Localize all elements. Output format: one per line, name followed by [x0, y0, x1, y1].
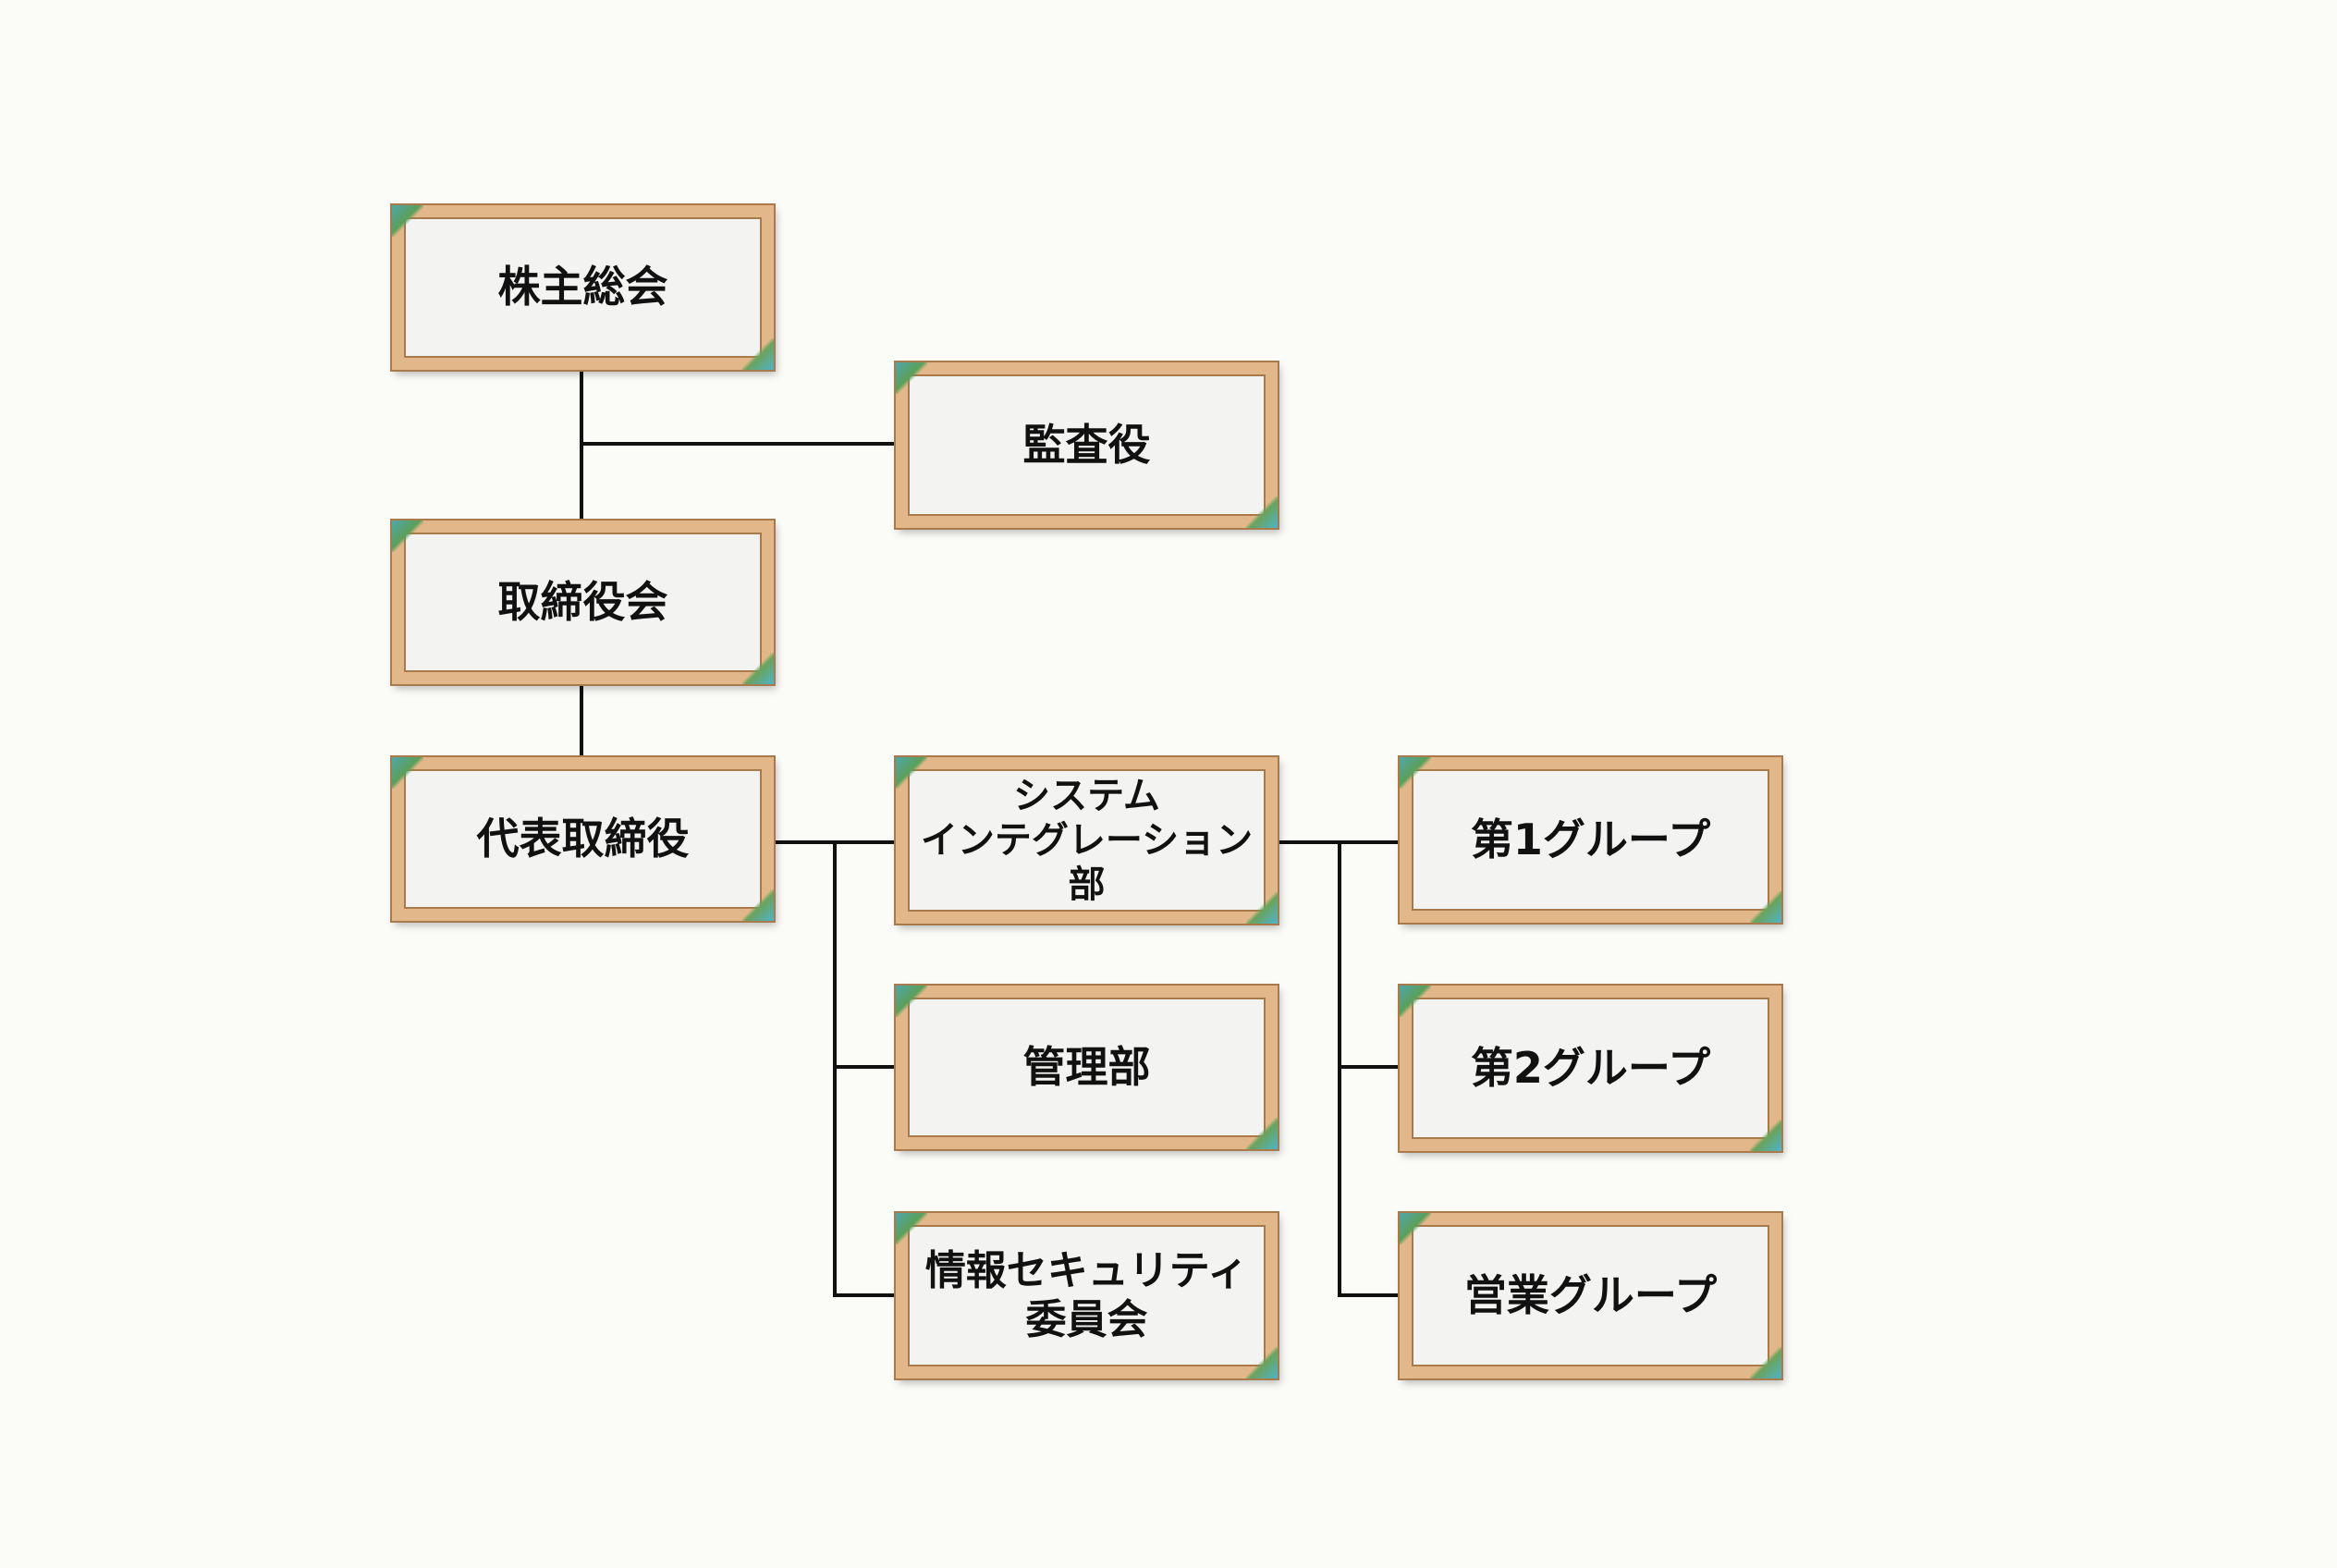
- node-label: 管理部: [1022, 1041, 1151, 1092]
- node-group1: 第1グループ: [1400, 757, 1781, 923]
- connector-auditor: [580, 442, 896, 446]
- node-label: システム インテグレーション部: [920, 775, 1254, 906]
- node-label: 情報セキュリティ 委員会: [924, 1246, 1249, 1343]
- node-si-dept: システム インテグレーション部: [896, 757, 1278, 924]
- node-label: 第2グループ: [1470, 1042, 1711, 1093]
- node-group2: 第2グループ: [1400, 986, 1781, 1151]
- node-admin-dept: 管理部: [896, 986, 1278, 1149]
- node-sales-group: 営業グループ: [1400, 1213, 1781, 1378]
- node-label: 営業グループ: [1463, 1269, 1718, 1320]
- node-board: 取締役会: [392, 521, 774, 684]
- connector-sales: [1338, 1293, 1400, 1297]
- connector-security: [833, 1293, 896, 1297]
- node-ceo: 代表取締役: [392, 757, 774, 921]
- connector-group2: [1338, 1065, 1400, 1069]
- node-label: 監査役: [1022, 419, 1151, 470]
- node-label: 株主総会: [497, 262, 668, 312]
- connector-board-ceo: [580, 684, 583, 757]
- node-label: 第1グループ: [1470, 814, 1711, 864]
- node-label: 代表取締役: [476, 813, 690, 864]
- node-shareholders: 株主総会: [392, 205, 774, 370]
- connector-si-trunk: [1338, 840, 1341, 1297]
- connector-ceo-trunk: [833, 840, 837, 1297]
- node-security-committee: 情報セキュリティ 委員会: [896, 1213, 1278, 1378]
- node-label: 取締役会: [497, 576, 668, 627]
- node-auditor: 監査役: [896, 362, 1278, 528]
- connector-admin: [833, 1065, 896, 1069]
